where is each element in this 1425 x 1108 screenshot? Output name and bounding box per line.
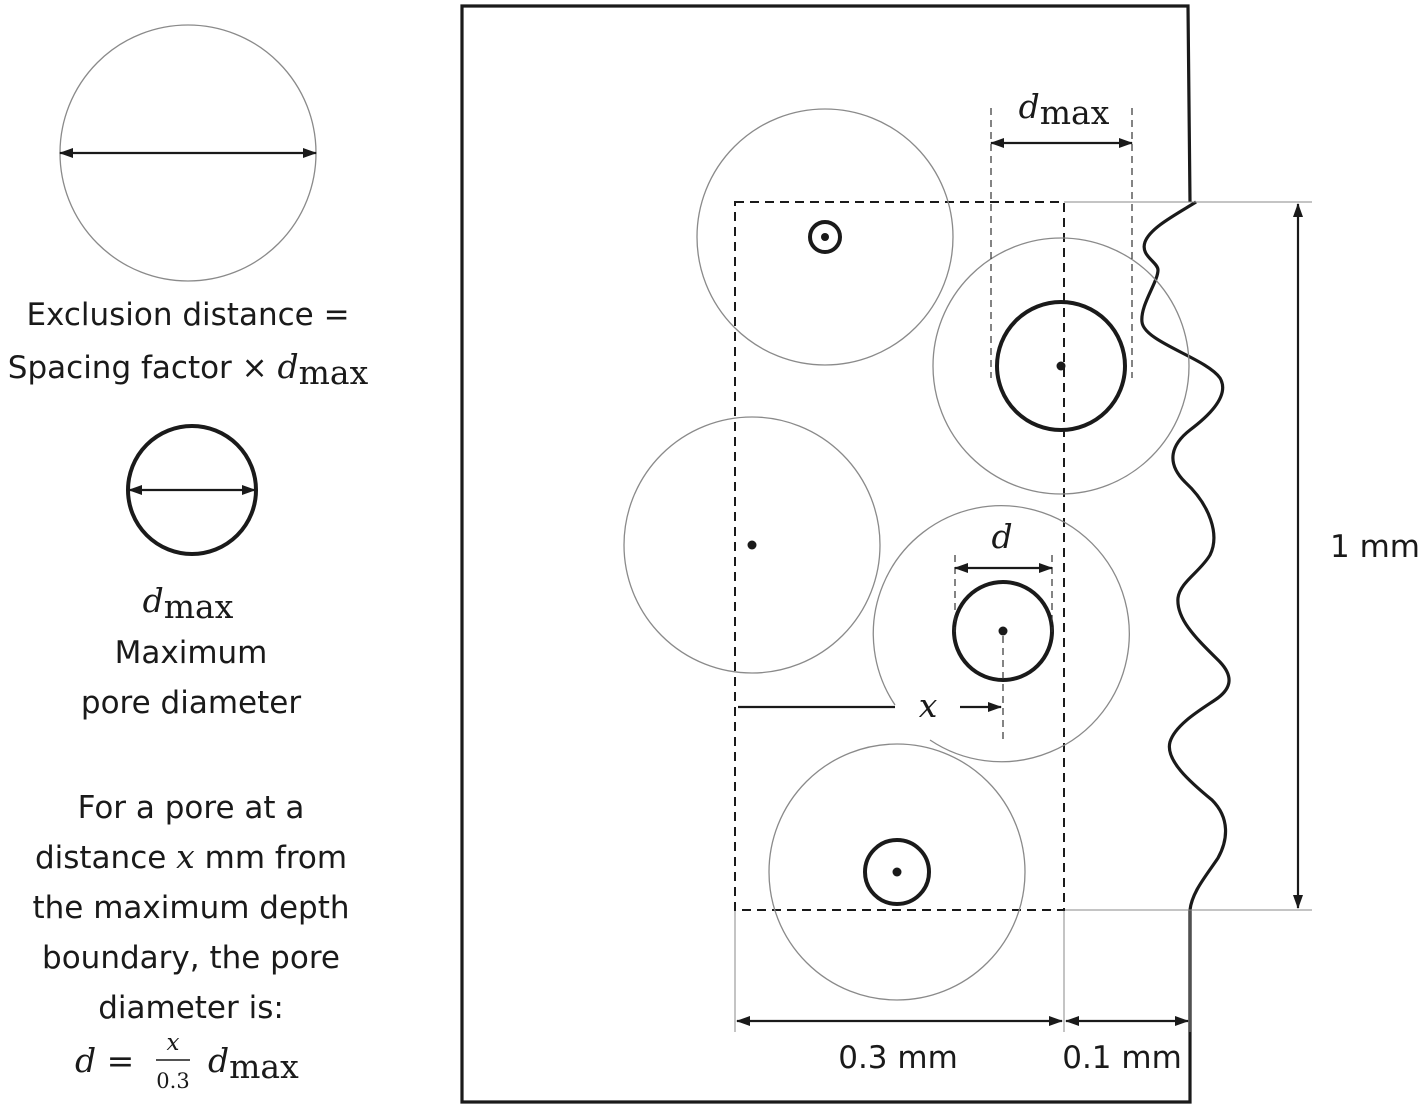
legend-panel: Exclusion distance = Spacing factor × dm…: [8, 24, 369, 1093]
formula-text-line4: boundary, the pore: [42, 940, 340, 976]
exclusion-circle-1: [696, 108, 954, 366]
height-dimension-label: 1 mm: [1330, 529, 1420, 565]
formula-rhs: dmax: [208, 1041, 299, 1086]
specimen-outline: [460, 4, 1192, 1104]
pore-5: [863, 838, 931, 906]
formula-text-line3: the maximum depth: [32, 890, 349, 926]
formula-text-line2: distance x mm from: [35, 837, 347, 876]
pore-4-center: [998, 626, 1008, 636]
pore-1: [808, 220, 842, 254]
analysis-region-dashed: [734, 201, 1065, 911]
pore-2: [995, 300, 1127, 432]
rough-surface-profile: [1140, 200, 1231, 911]
pore-5-center: [892, 867, 902, 877]
specimen-diagram: dmax d x 1 mm 0.3 mm 0.1 mm: [460, 4, 1420, 1104]
width-dimension-label: 0.3 mm: [838, 1040, 958, 1076]
x-dimension-label: x: [919, 686, 938, 725]
exclusion-circle-4-arc: [872, 505, 1130, 763]
formula-lhs: d =: [75, 1041, 134, 1080]
margin-dimension-label: 0.1 mm: [1062, 1040, 1182, 1076]
pore-1-center: [821, 233, 829, 241]
formula-denominator: 0.3: [156, 1069, 189, 1093]
pore-diameter-formula: d = x 0.3 dmax: [75, 1030, 299, 1093]
formula-numerator: x: [167, 1030, 180, 1056]
exclusion-circle-3: [623, 416, 881, 674]
d-dimension-label: d: [991, 517, 1012, 556]
exclusion-circle-5: [768, 743, 1026, 1001]
formula-text-line5: diameter is:: [98, 990, 284, 1026]
pore-3-center: [747, 540, 757, 550]
dmax-dimension-label: dmax: [1019, 87, 1110, 132]
formula-text-line1: For a pore at a: [78, 790, 305, 826]
exclusion-circle-2: [932, 237, 1190, 495]
exclusion-distance-line1: Exclusion distance =: [26, 297, 349, 333]
pore-diameter-label: pore diameter: [81, 685, 301, 721]
dmax-legend-label: dmax: [143, 581, 234, 626]
exclusion-distance-line2: Spacing factor × dmax: [8, 347, 369, 392]
pore-2-center: [1056, 361, 1066, 371]
maximum-label: Maximum: [115, 635, 268, 671]
